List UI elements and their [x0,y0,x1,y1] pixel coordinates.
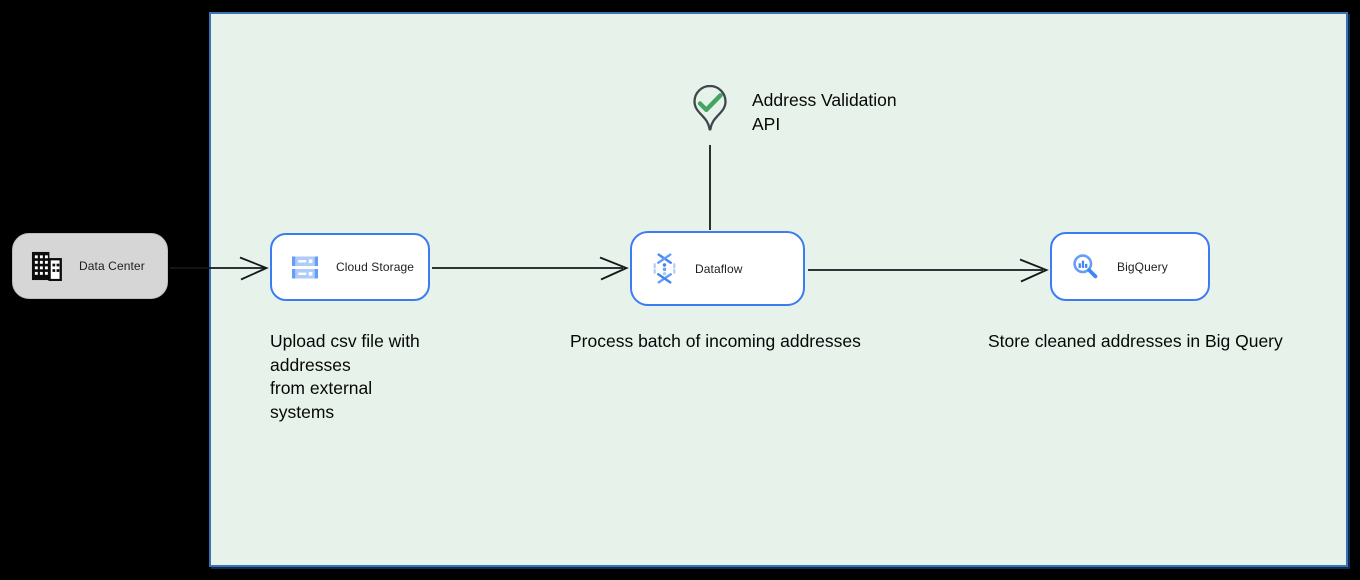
dataflow-label: Dataflow [695,261,743,276]
caption-store-cleaned: Store cleaned addresses in Big Query [988,331,1283,351]
cloud-storage-icon [292,256,318,278]
bigquery-icon [1073,254,1098,279]
bigquery-label: BigQuery [1117,259,1168,274]
caption-process-batch: Process batch of incoming addresses [570,331,861,351]
data-center-label: Data Center [79,259,145,273]
dataflow-icon [653,253,676,284]
caption-upload-csv: Upload csv file with addresses from exte… [270,331,420,422]
bigquery-node[interactable]: BigQuery [1050,232,1210,301]
check-pin-icon [693,84,727,131]
data-center-node[interactable]: Data Center [12,233,168,299]
check-icon [697,93,723,112]
dataflow-node[interactable]: Dataflow [630,231,805,306]
annotation-address-validation-api: Address Validation API [752,90,897,134]
cloud-storage-node[interactable]: Cloud Storage [270,233,430,301]
cloud-storage-label: Cloud Storage [336,260,415,274]
building-icon [31,251,62,281]
